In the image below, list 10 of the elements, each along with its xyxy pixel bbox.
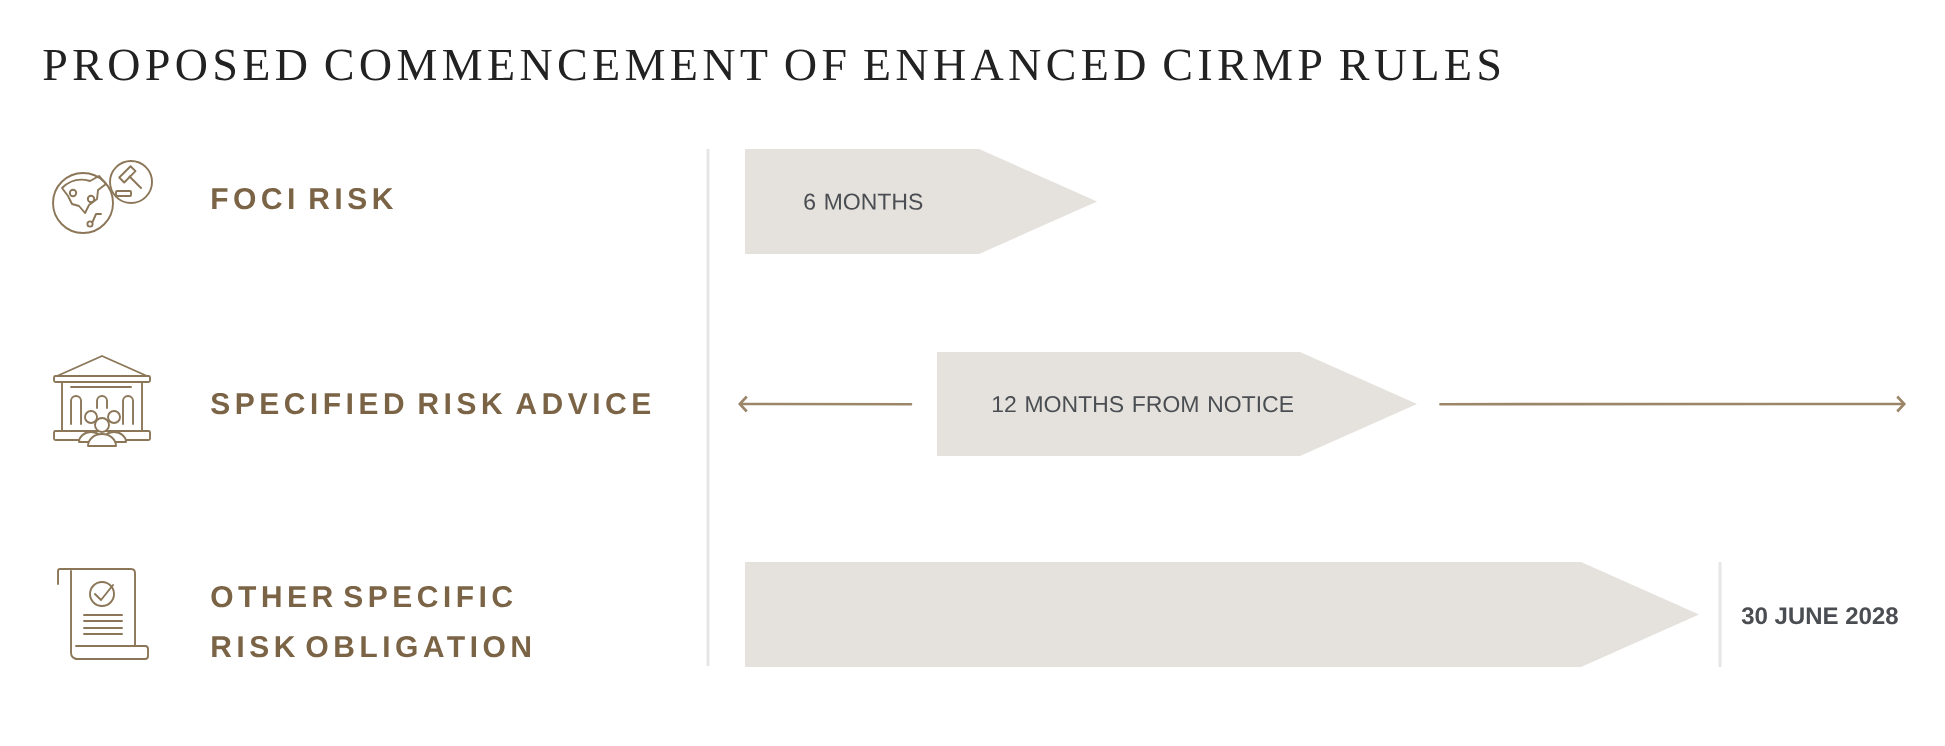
timeline-bar: 12 MONTHS FROM NOTICE xyxy=(937,352,1417,456)
arrow xyxy=(738,395,913,413)
timeline-bar xyxy=(745,562,1699,667)
date-label: 30 JUNE 2028 xyxy=(1741,607,1898,625)
title: PROPOSED COMMENCEMENT OF ENHANCED CIRMP RULES xyxy=(43,49,1500,81)
arrow xyxy=(1439,395,1906,413)
row-label: SPECIFIED RISK ADVICE xyxy=(211,393,651,415)
row-label: OTHER SPECIFIC RISK OBLIGATION xyxy=(211,586,530,658)
row-label: FOCI RISK xyxy=(212,188,394,210)
timeline-bar: 6 MONTHS xyxy=(745,149,1097,254)
